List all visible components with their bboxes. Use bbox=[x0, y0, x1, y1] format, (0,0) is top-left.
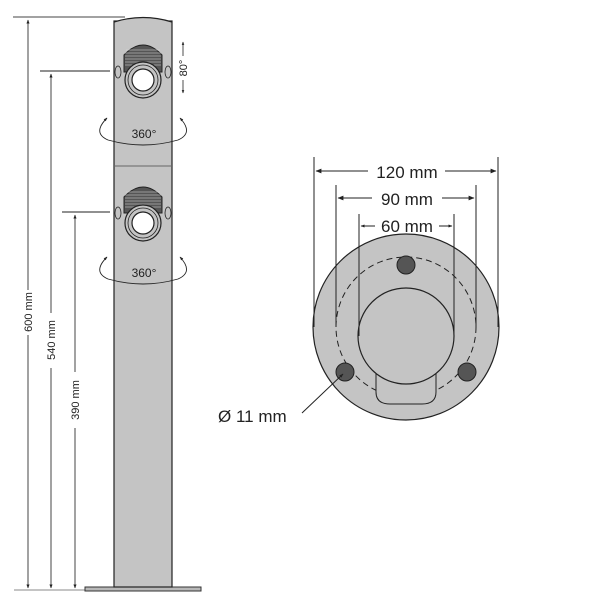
column-cap bbox=[113, 16, 173, 23]
outer-diameter-label: 120 mm bbox=[376, 163, 437, 182]
inner-diameter-label: 60 mm bbox=[381, 217, 433, 236]
bolt-circle-label: 90 mm bbox=[381, 190, 433, 209]
column-body bbox=[113, 20, 173, 588]
upper-rotation-arrow bbox=[99, 117, 187, 146]
upper-rotation-label: 360° bbox=[132, 127, 157, 141]
mounting-hole-right bbox=[457, 362, 477, 382]
upper-outlet-height-label: 540 mm bbox=[46, 320, 58, 360]
top-view: 120 mm 90 mm 60 mm Ø 11 mm bbox=[218, 157, 500, 426]
tilt-angle-label: 80° bbox=[178, 60, 190, 77]
upper-outlet bbox=[114, 44, 172, 99]
hole-leader-line bbox=[301, 373, 344, 414]
hole-diameter-label: Ø 11 mm bbox=[218, 407, 287, 426]
lower-outlet bbox=[114, 186, 172, 242]
lower-outlet-height-label: 390 mm bbox=[70, 380, 82, 420]
lower-rotation-label: 360° bbox=[132, 266, 157, 280]
lower-rotation-arrow bbox=[99, 256, 187, 285]
side-view: 600 mm 540 mm 390 mm bbox=[13, 16, 202, 592]
total-height-label: 600 mm bbox=[23, 292, 35, 332]
inner-outlet bbox=[357, 287, 455, 385]
mounting-hole-top bbox=[396, 255, 416, 275]
